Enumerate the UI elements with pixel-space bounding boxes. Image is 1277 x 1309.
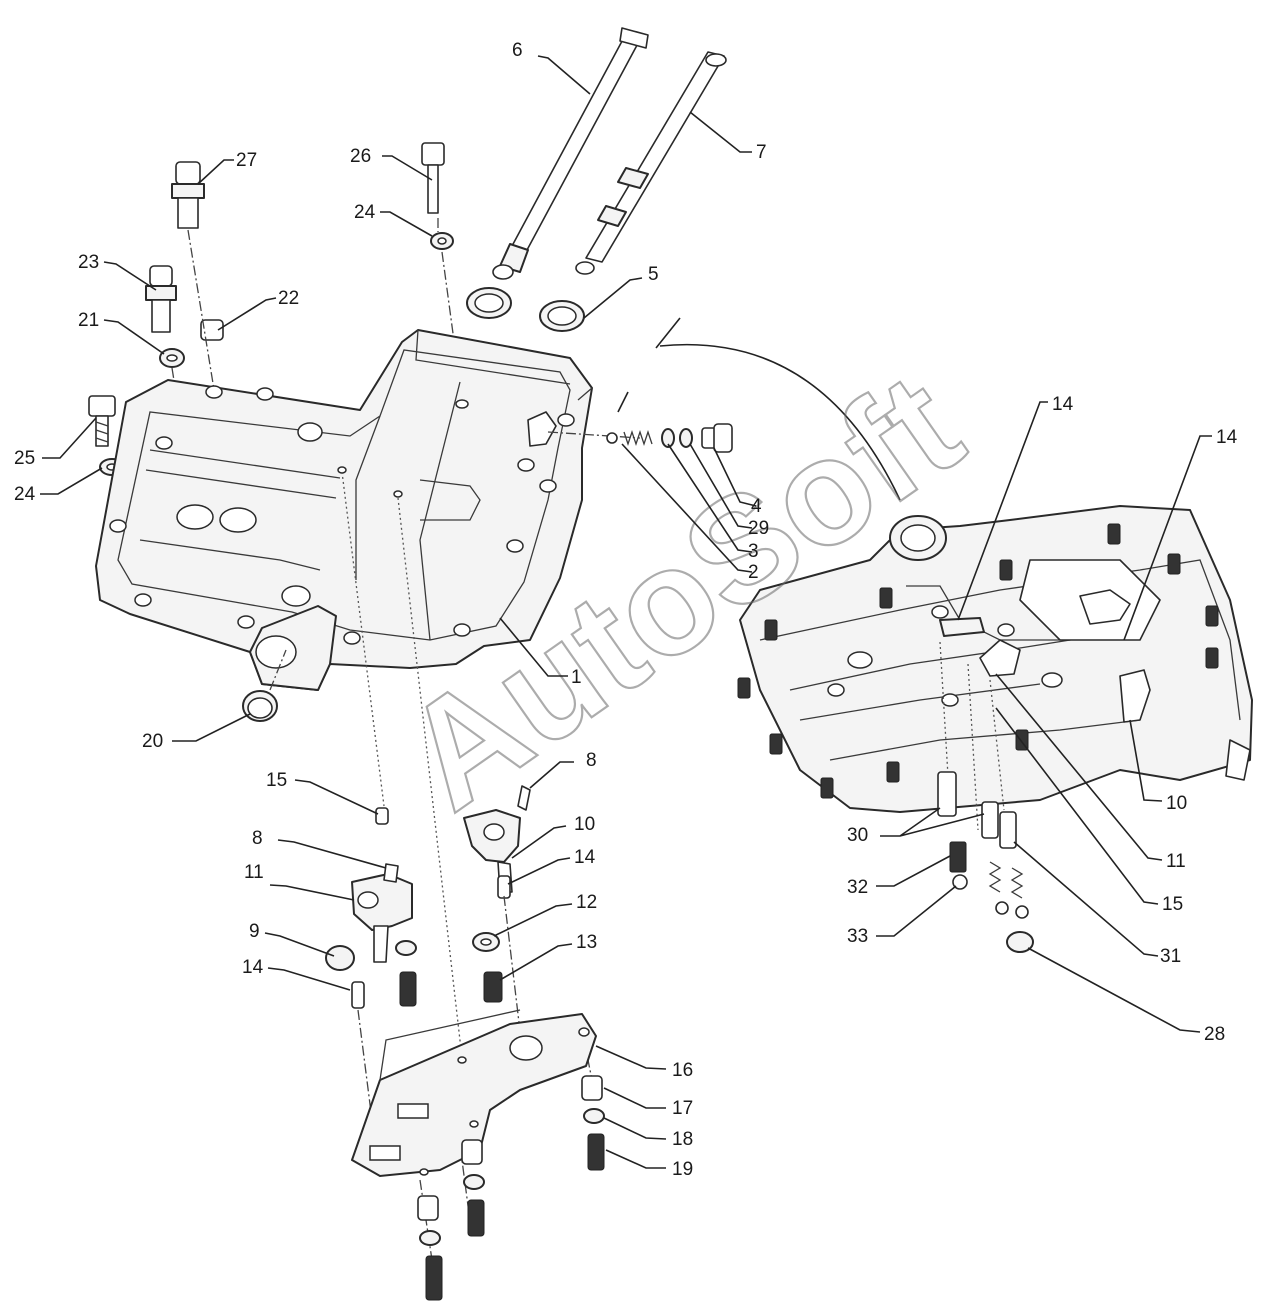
callout-9: 9 xyxy=(249,921,260,942)
plug-28 xyxy=(1006,931,1034,953)
callout-15-left: 15 xyxy=(266,770,287,791)
axis-line-pin-14 xyxy=(357,1009,373,1121)
callout-15-right: 15 xyxy=(1162,894,1183,915)
callout-14-left: 14 xyxy=(242,957,264,978)
bolt-26 xyxy=(421,142,445,214)
springs-pair xyxy=(988,861,1024,899)
callout-10-right: 10 xyxy=(1166,793,1187,814)
callout-11-left: 11 xyxy=(244,862,264,883)
shift-rod-7 xyxy=(575,51,727,275)
washer-18-mid xyxy=(463,1174,485,1190)
guide-line-center xyxy=(397,497,463,1059)
sleeve-30-right xyxy=(981,801,1017,849)
pin-14-lower xyxy=(351,981,365,1009)
plug-9 xyxy=(325,945,355,971)
bolt-19-left xyxy=(425,1255,443,1301)
callout-14-right-a: 14 xyxy=(1052,394,1074,415)
callout-2: 2 xyxy=(748,562,759,583)
callout-23: 23 xyxy=(78,252,99,273)
bolt-19-right xyxy=(587,1133,605,1171)
assembly-guide-lines xyxy=(939,641,1005,831)
ball-33 xyxy=(952,874,968,890)
plug-20 xyxy=(242,690,278,722)
callout-8-upper: 8 xyxy=(586,750,597,771)
callout-14-mid: 14 xyxy=(574,847,596,868)
bolt-25 xyxy=(88,395,116,447)
callout-16: 16 xyxy=(672,1060,693,1081)
assembled-housing-view xyxy=(739,505,1253,813)
callout-8-lower: 8 xyxy=(252,828,263,849)
spacer-17-mid xyxy=(461,1139,483,1165)
callout-25: 25 xyxy=(14,448,35,469)
callout-12: 12 xyxy=(576,892,597,913)
pin-15-top xyxy=(375,807,389,825)
callout-19: 19 xyxy=(672,1159,693,1180)
callout-11-right: 11 xyxy=(1166,851,1186,872)
washer-21 xyxy=(159,348,185,368)
spacer-17-right xyxy=(581,1075,603,1101)
callout-22: 22 xyxy=(278,288,299,309)
shift-rod-6 xyxy=(492,27,649,280)
callout-26: 26 xyxy=(350,146,371,167)
small-bolt-11 xyxy=(395,940,417,1007)
callout-27: 27 xyxy=(236,150,257,171)
spring-32 xyxy=(949,841,967,873)
sensor-23 xyxy=(145,265,177,333)
sleeve-30-left xyxy=(937,771,957,817)
callout-7: 7 xyxy=(756,142,767,163)
callout-5: 5 xyxy=(648,264,659,285)
callout-31: 31 xyxy=(1160,946,1181,967)
callout-24-left: 24 xyxy=(14,484,36,505)
guide-line-pin-15 xyxy=(341,471,385,807)
callout-10-left: 10 xyxy=(574,814,595,835)
callout-17: 17 xyxy=(672,1098,693,1119)
leader-lines xyxy=(40,55,1212,1169)
callout-13: 13 xyxy=(576,932,597,953)
callout-labels: 1 2 3 4 5 6 7 8 8 9 10 10 11 11 12 13 14… xyxy=(14,40,1238,1180)
seal-ring-left xyxy=(466,287,512,319)
sensor-27 xyxy=(171,161,205,229)
axis-line-detent xyxy=(547,431,641,439)
washer-18-right xyxy=(583,1108,605,1124)
callout-21: 21 xyxy=(78,310,99,331)
callout-30: 30 xyxy=(847,825,868,846)
seal-ring-right xyxy=(539,300,585,332)
washer-24-top xyxy=(430,232,454,250)
spacer-17-left xyxy=(417,1195,439,1221)
callout-28: 28 xyxy=(1204,1024,1225,1045)
section-mark-top xyxy=(655,317,681,349)
axis-line-plug-20 xyxy=(269,649,287,691)
callout-20: 20 xyxy=(142,731,163,752)
plug-4 xyxy=(701,423,733,453)
callout-14-right-b: 14 xyxy=(1216,427,1238,448)
axis-line-sensor-27 xyxy=(187,229,233,501)
detent-ball-2 xyxy=(606,432,618,444)
callout-1: 1 xyxy=(571,667,582,688)
callout-29: 29 xyxy=(748,518,769,539)
callout-3: 3 xyxy=(748,541,759,562)
callout-24-top: 24 xyxy=(354,202,376,223)
pin-14-upper xyxy=(497,875,511,899)
view-arrow-curve xyxy=(659,343,901,501)
pin-8-upper xyxy=(517,785,531,811)
callout-33: 33 xyxy=(847,926,868,947)
detent-spring-3 xyxy=(623,429,653,447)
balls-pair xyxy=(995,901,1029,919)
callout-4: 4 xyxy=(751,496,762,517)
axis-line-bolt-26 xyxy=(437,218,463,401)
section-mark-side xyxy=(617,391,629,413)
callout-18: 18 xyxy=(672,1129,693,1150)
washer-29 xyxy=(661,428,693,448)
plug-22 xyxy=(200,319,224,341)
pin-8-lower xyxy=(383,863,399,883)
washer-18-left xyxy=(419,1230,441,1246)
washer-12 xyxy=(472,932,500,952)
mounting-plate-16 xyxy=(351,1009,597,1177)
housing-cover-1 xyxy=(95,329,593,691)
callout-6: 6 xyxy=(512,40,523,61)
callout-32: 32 xyxy=(847,877,868,898)
bolt-13 xyxy=(483,971,503,1003)
bolt-19-mid xyxy=(467,1199,485,1237)
